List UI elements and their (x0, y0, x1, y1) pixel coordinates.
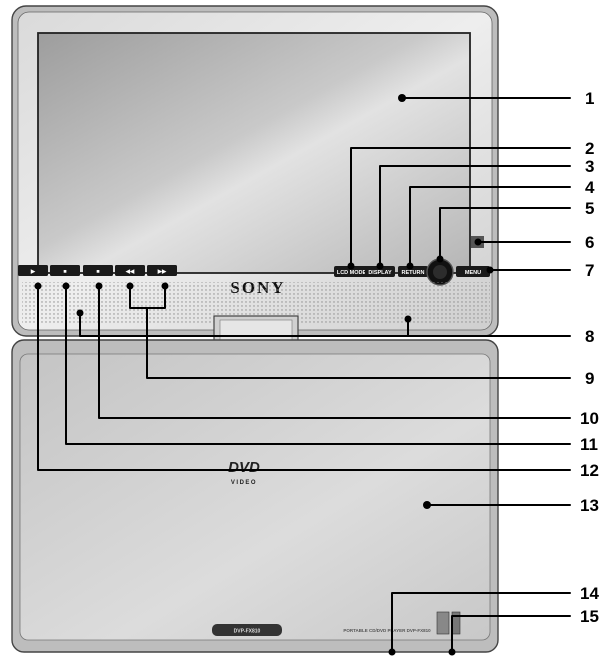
callout-number-13: 13 (580, 496, 599, 515)
callouts (37, 97, 571, 653)
callout-line-2 (350, 147, 571, 267)
return-button[interactable]: RETURN (398, 266, 428, 277)
svg-text:▶▶: ▶▶ (157, 268, 167, 275)
svg-text:■: ■ (63, 269, 66, 275)
model-small-print: PORTABLE CD/DVD PLAYER DVP-FX810 (343, 628, 431, 633)
svg-text:LCD MODE: LCD MODE (337, 270, 367, 276)
next-button[interactable]: ▶▶ (147, 265, 177, 276)
callout-number-15: 15 (580, 607, 599, 626)
callout-line-15 (451, 615, 571, 653)
callout-number-14: 14 (580, 584, 599, 603)
joystick-enter-button[interactable] (426, 258, 454, 286)
svg-text:▶: ▶ (30, 268, 36, 275)
model-badge: DVP-FX810 (212, 624, 282, 636)
callout-markers (34, 94, 494, 656)
display-button[interactable]: DISPLAY (365, 266, 395, 277)
play-button[interactable]: ▶ (18, 265, 48, 276)
disc-lid (19, 353, 491, 641)
menu-button[interactable]: MENU (456, 266, 490, 277)
callout-number-5: 5 (585, 199, 594, 218)
callout-number-2: 2 (585, 139, 594, 158)
prev-button[interactable]: ◀◀ (115, 265, 145, 276)
callout-number-11: 11 (580, 435, 598, 454)
lid: SONY LCD MODE DISPLAY RETURN MENU ▶ (11, 5, 499, 337)
callout-number-3: 3 (585, 157, 594, 176)
callout-number-10: 10 (580, 409, 599, 428)
callout-number-6: 6 (585, 233, 594, 252)
callout-line-5 (439, 207, 571, 260)
svg-text:■: ■ (96, 269, 99, 275)
dc-in-jack[interactable] (436, 611, 450, 635)
callout-line-14 (391, 592, 571, 653)
lcd-screen (37, 32, 471, 274)
svg-text:RETURN: RETURN (402, 270, 425, 276)
callout-number-12: 12 (580, 461, 599, 480)
base: DVD VIDEO DVP-FX810 PORTABLE CD/DVD PLAY… (11, 339, 499, 653)
svg-text:VIDEO: VIDEO (231, 480, 257, 486)
callout-number-8: 8 (585, 327, 594, 346)
callout-line-12 (37, 285, 571, 471)
callout-number-7: 7 (585, 261, 594, 280)
callout-number-1: 1 (585, 89, 594, 108)
pause-button[interactable]: ■ (50, 265, 80, 276)
stop-button[interactable]: ■ (83, 265, 113, 276)
svg-text:MENU: MENU (465, 270, 481, 276)
callout-numbers: 1 2 3 4 5 6 7 8 9 10 11 12 13 14 15 (580, 89, 599, 626)
callout-line-8 (79, 312, 571, 337)
svg-text:◀◀: ◀◀ (125, 268, 135, 275)
callout-line-3 (379, 165, 571, 267)
dvd-video-logo: DVD VIDEO (228, 459, 260, 486)
svg-text:DVD: DVD (228, 459, 260, 476)
callout-line-9b (146, 307, 571, 379)
callout-number-9: 9 (585, 369, 594, 388)
callout-number-4: 4 (585, 178, 595, 197)
callout-line-11 (65, 285, 571, 445)
svg-text:DISPLAY: DISPLAY (368, 270, 392, 276)
callout-line-4 (409, 186, 571, 267)
lcd-mode-button[interactable]: LCD MODE (334, 266, 369, 277)
callout-line-10 (98, 285, 571, 419)
svg-text:DVP-FX810: DVP-FX810 (234, 629, 261, 635)
